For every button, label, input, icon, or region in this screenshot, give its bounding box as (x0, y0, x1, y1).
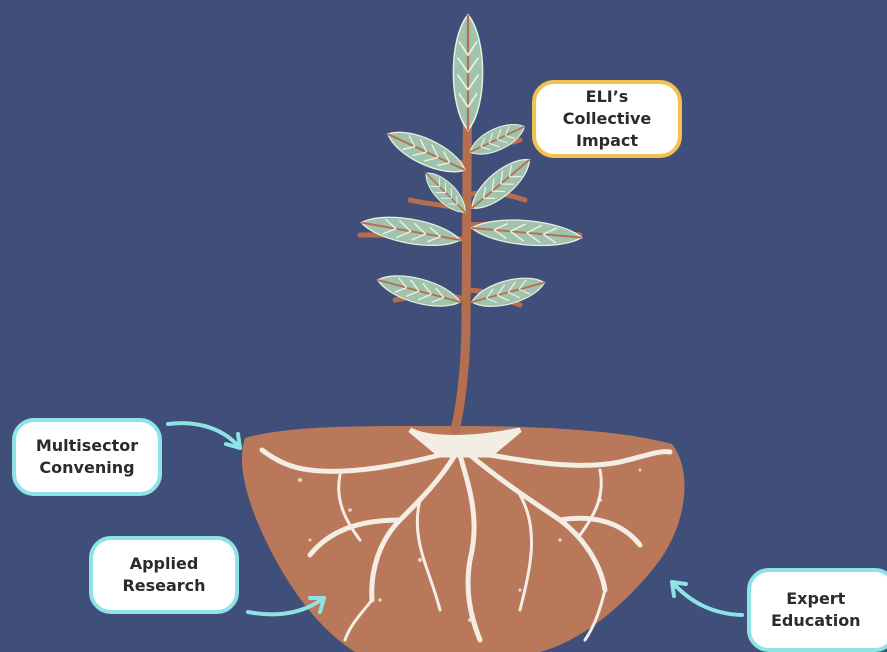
education-line-2: Education (771, 610, 861, 632)
multisector-convening-label: Multisector Convening (12, 418, 162, 496)
research-line-1: Applied (122, 553, 205, 575)
collective-impact-line-2: Collective (563, 108, 651, 130)
collective-impact-label: ELI’s Collective Impact (532, 80, 682, 158)
convening-line-2: Convening (36, 457, 138, 479)
collective-impact-line-1: ELI’s (563, 86, 651, 108)
convening-line-1: Multisector (36, 435, 138, 457)
research-line-2: Research (122, 575, 205, 597)
arrow-convening (168, 423, 240, 448)
applied-research-label: Applied Research (89, 536, 239, 614)
arrow-education (672, 582, 742, 615)
education-line-1: Expert (771, 588, 861, 610)
expert-education-label: Expert Education (747, 568, 887, 652)
collective-impact-line-3: Impact (563, 130, 651, 152)
